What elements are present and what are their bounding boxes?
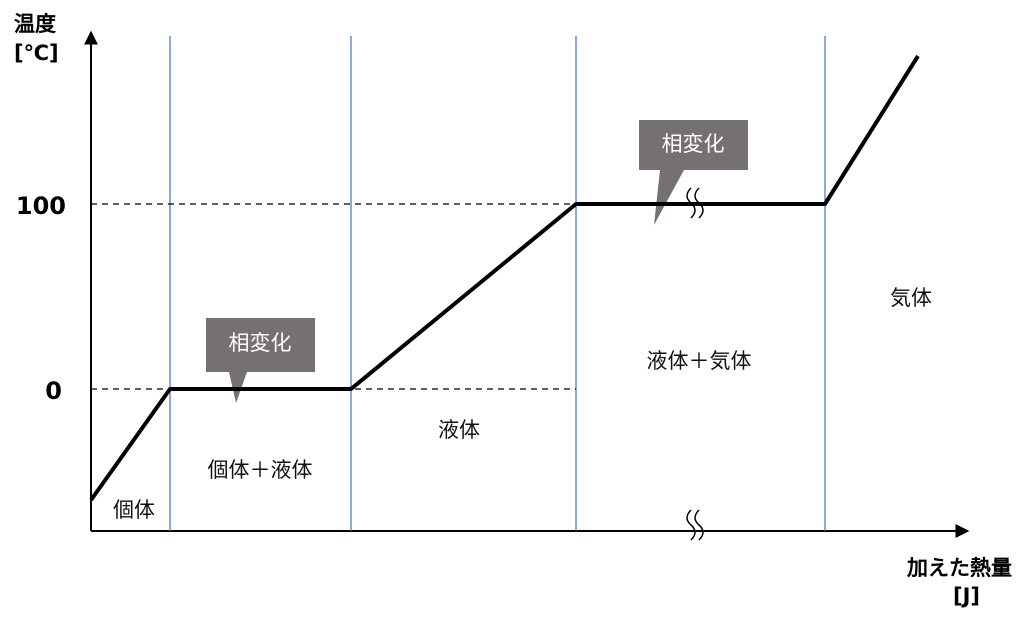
y-tick-label-0: 0 bbox=[45, 377, 62, 405]
region-label-gas: 気体 bbox=[890, 286, 932, 310]
callout-label: 相変化 bbox=[229, 331, 292, 355]
region-label-solid: 個体 bbox=[113, 498, 155, 522]
region-label-liquid: 液体 bbox=[438, 418, 480, 442]
x-axis-title-line2: [J] bbox=[953, 584, 980, 608]
callout-phase-change-melting: 相変化 bbox=[206, 318, 315, 403]
x-axis-title-line1: 加えた熱量 bbox=[906, 556, 1012, 580]
region-label-solid-liquid: 個体＋液体 bbox=[208, 458, 313, 482]
y-axis-title-line1: 温度 bbox=[14, 12, 56, 36]
region-label-liquid-gas: 液体＋気体 bbox=[647, 349, 752, 373]
axis-break-mark-x bbox=[686, 509, 704, 541]
y-axis-title-line2: [℃] bbox=[14, 41, 59, 65]
temperature-series-line-1 bbox=[89, 54, 920, 502]
callout-label: 相変化 bbox=[662, 132, 725, 156]
y-tick-label-100: 100 bbox=[16, 192, 66, 220]
callout-phase-change-boiling: 相変化 bbox=[639, 120, 748, 225]
